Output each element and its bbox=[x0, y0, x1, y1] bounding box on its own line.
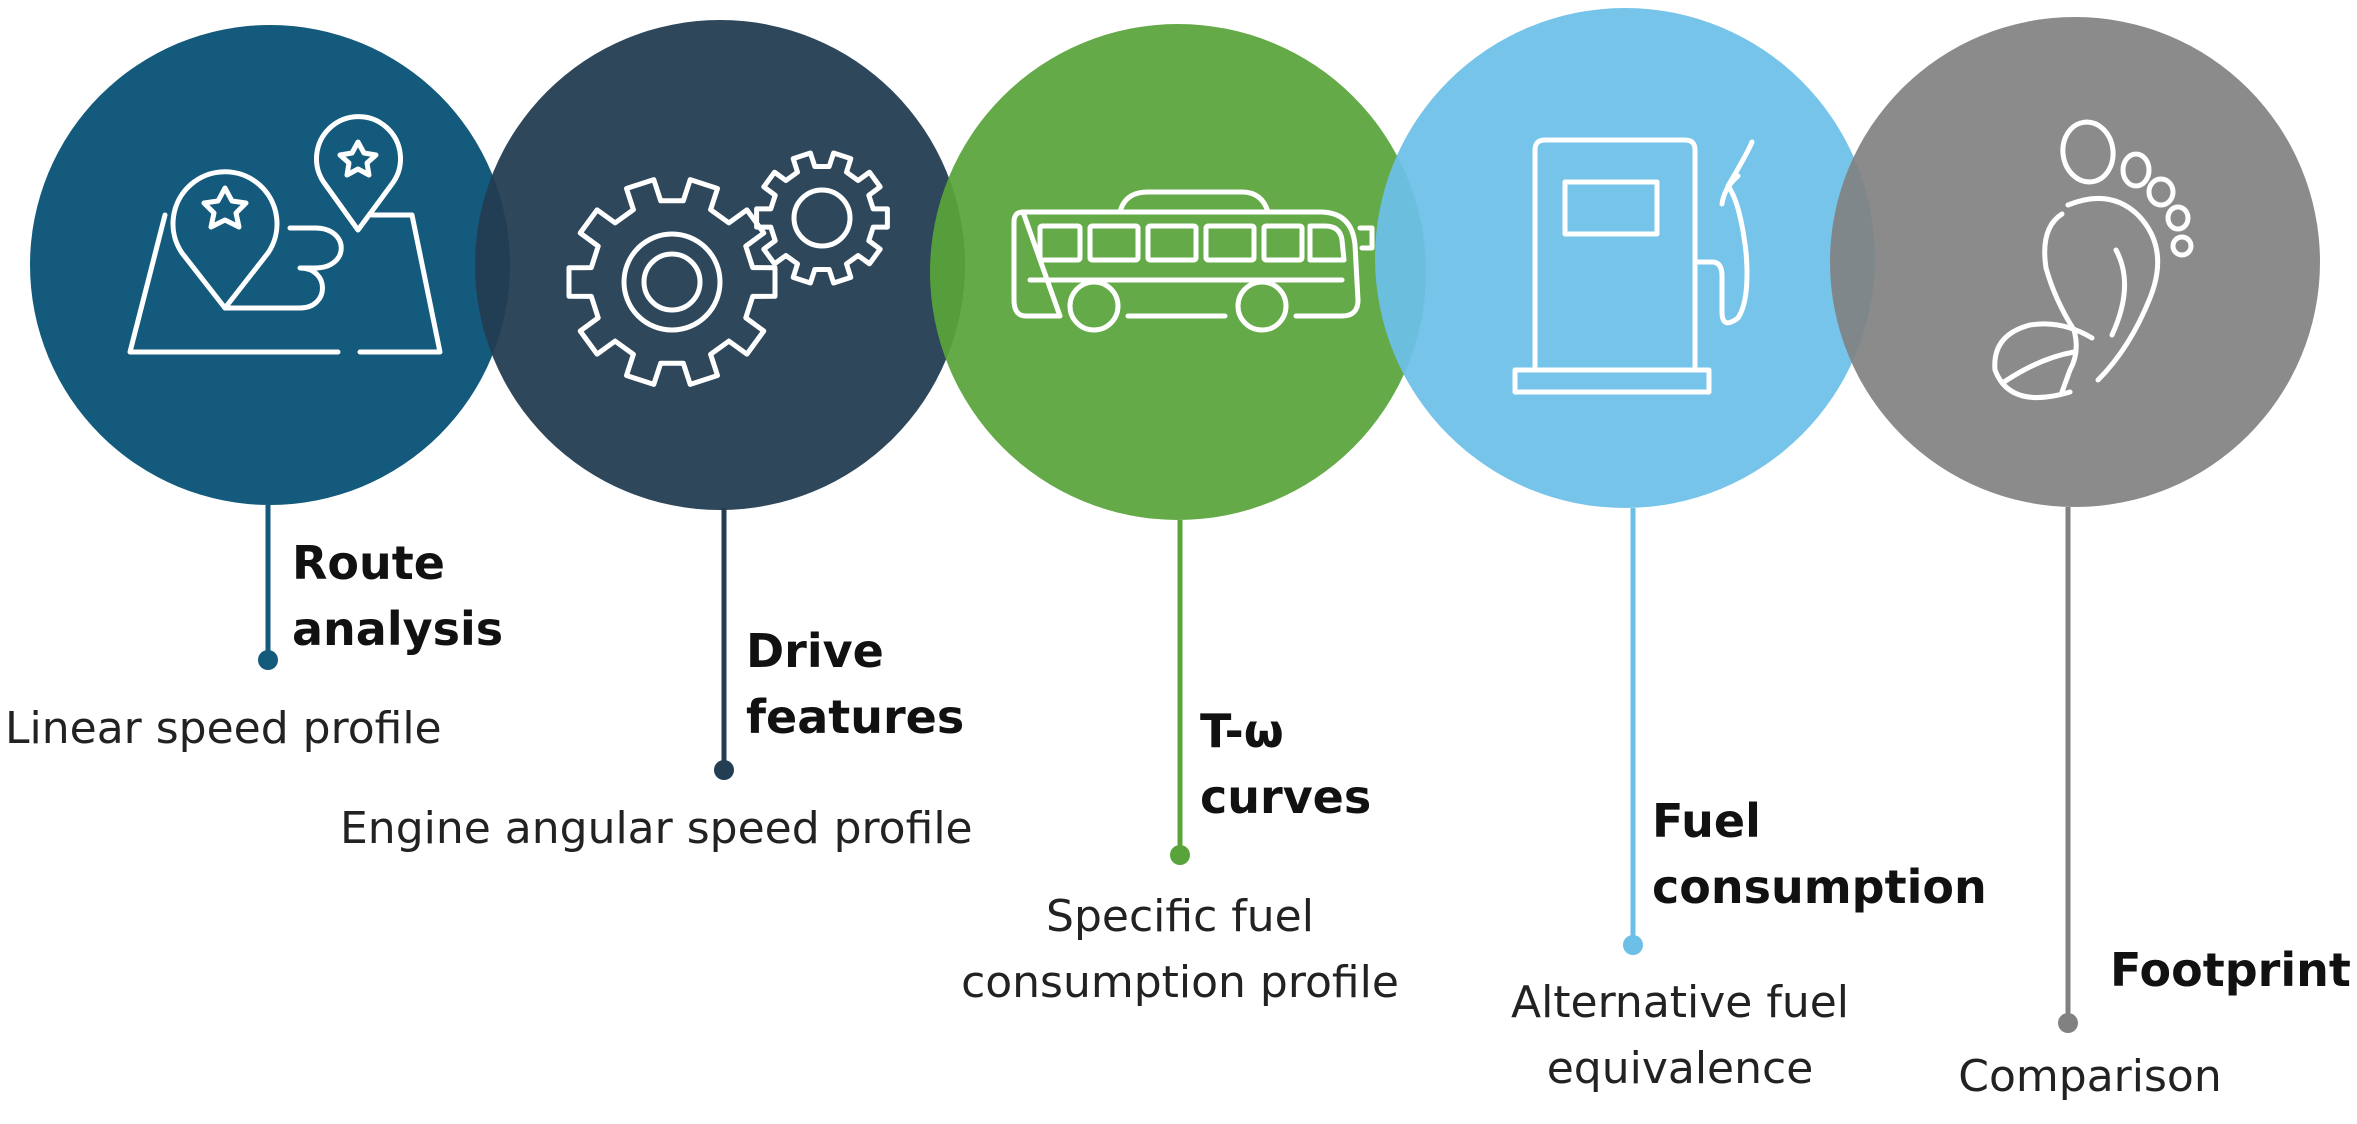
gears-icon bbox=[566, 150, 890, 387]
step-title-torque: T-ω curves bbox=[1200, 704, 1372, 824]
step-circle-route bbox=[30, 25, 510, 505]
connector-dot-drive bbox=[714, 760, 734, 780]
step-description-drive: Engine angular speed profile bbox=[340, 803, 973, 854]
step-description-route: Linear speed profile bbox=[5, 703, 442, 754]
step-title-footprint: Footprint bbox=[2110, 943, 2351, 997]
footprint-leaf-icon bbox=[1992, 119, 2194, 401]
step-description-torque: Specific fuel consumption profile bbox=[961, 891, 1399, 1008]
step-title-fuel: Fuel consumption bbox=[1652, 794, 1987, 914]
step-circle-footprint bbox=[1830, 17, 2320, 507]
route-map-pin-icon bbox=[127, 114, 443, 355]
step-circle-torque bbox=[930, 24, 1426, 520]
connector-dot-fuel bbox=[1623, 935, 1643, 955]
step-title-route: Route analysis bbox=[292, 536, 504, 656]
bus-icon bbox=[1011, 189, 1375, 333]
connector-dot-torque bbox=[1170, 845, 1190, 865]
connector-dot-footprint bbox=[2058, 1013, 2078, 1033]
step-description-fuel: Alternative fuel equivalence bbox=[1510, 977, 1850, 1094]
step-circle-drive bbox=[475, 20, 965, 510]
connector-dot-route bbox=[258, 650, 278, 670]
step-description-footprint: Comparison bbox=[1958, 1051, 2222, 1102]
step-circle-fuel bbox=[1375, 8, 1875, 508]
fuel-pump-icon bbox=[1512, 137, 1755, 395]
step-title-drive: Drive features bbox=[746, 624, 965, 744]
